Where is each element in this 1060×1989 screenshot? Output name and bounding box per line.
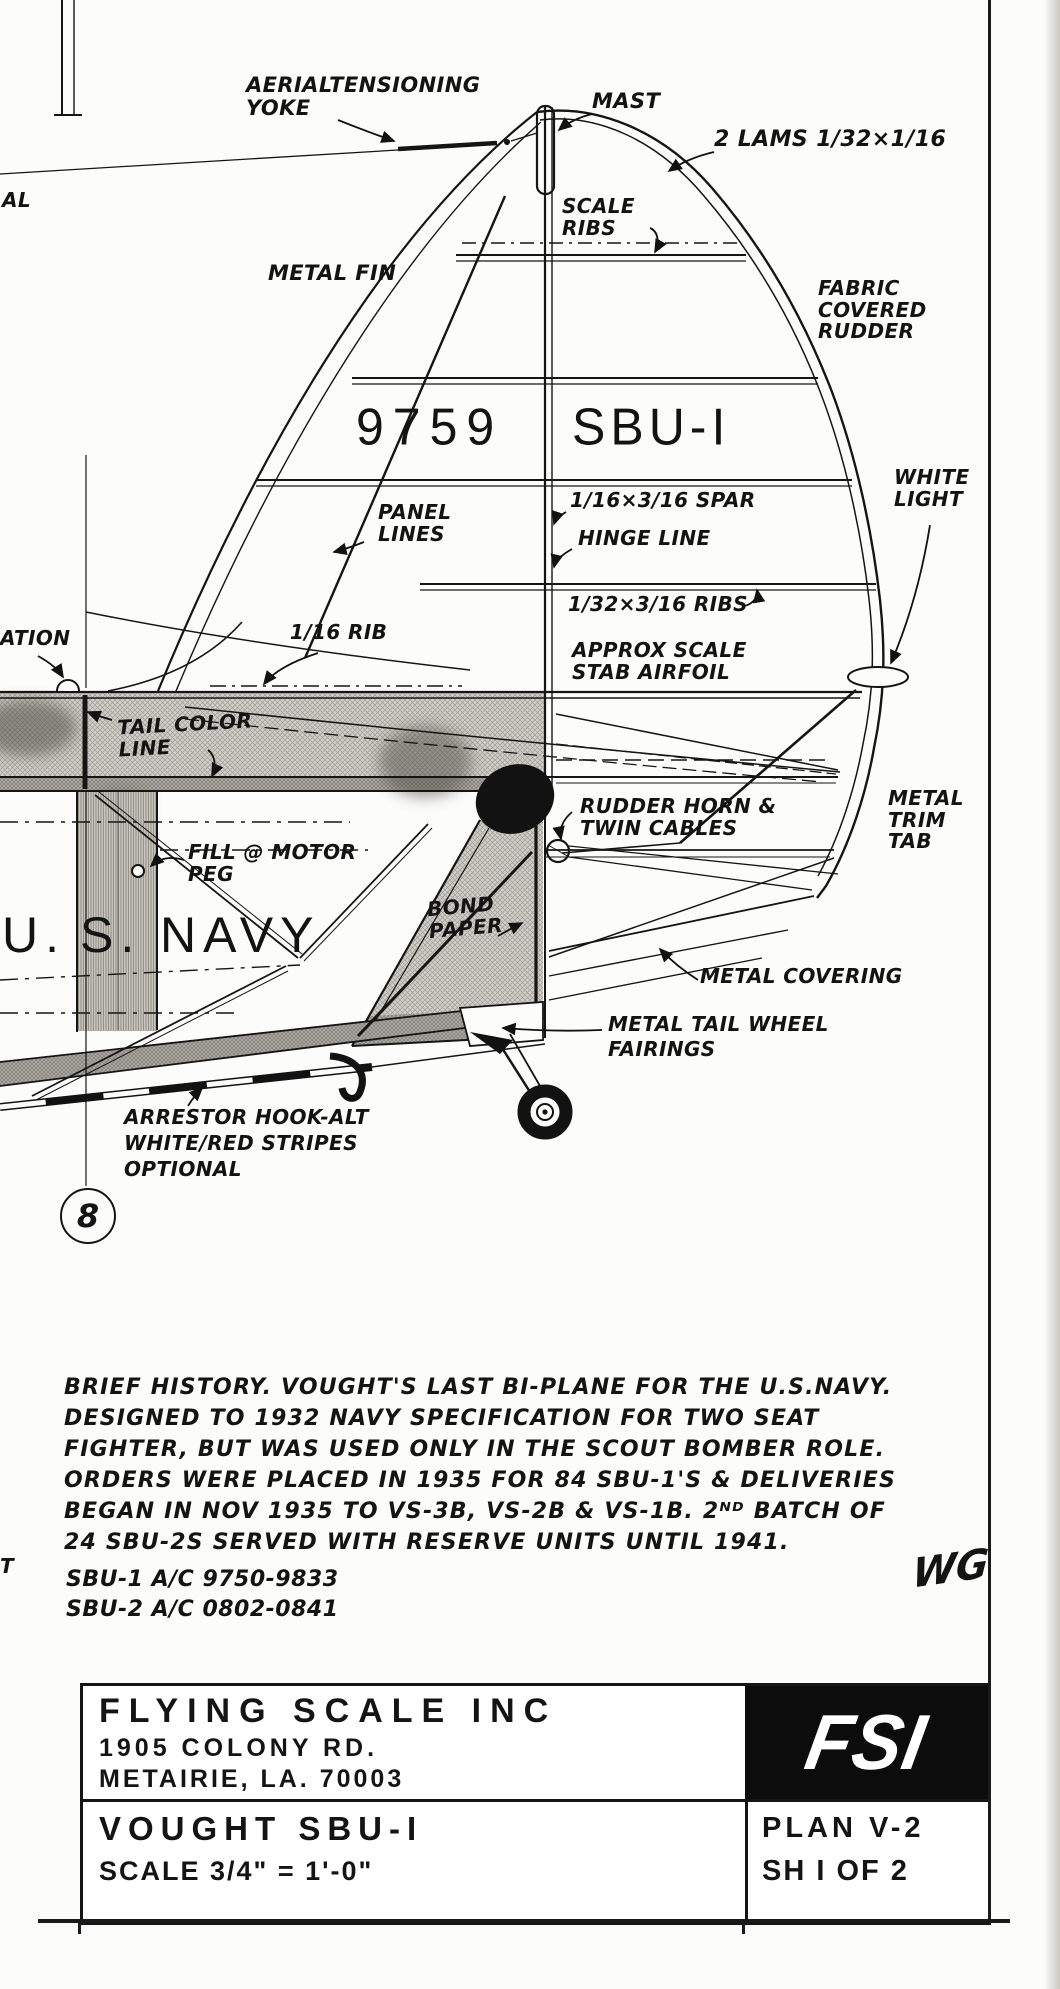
history-line: BRIEF HISTORY. VOUGHT'S LAST BI-PLANE FO…	[64, 1375, 893, 1400]
label-rudder-horn: RUDDER HORN &TWIN CABLES	[580, 794, 777, 840]
draftsman-signature: WG	[910, 1540, 991, 1598]
history-line: DESIGNED TO 1932 NAVY SPECIFICATION FOR …	[64, 1406, 820, 1431]
aircraft-number: 9759	[356, 397, 504, 457]
border-tick	[742, 1921, 745, 1934]
rib-lines	[85, 195, 876, 687]
trim-tab-hinge	[679, 689, 857, 844]
company-city: METAIRIE, LA. 70003	[99, 1765, 405, 1793]
station-number-circle: 8	[60, 1188, 116, 1244]
metal-covering-line	[548, 895, 815, 952]
tail-rear-structure	[545, 666, 909, 1001]
fsi-logo: FSI	[745, 1686, 988, 1799]
cut-label-t: T	[0, 1554, 15, 1578]
fsi-logo-text: FSI	[799, 1698, 934, 1786]
tail-wheel	[458, 1001, 573, 1140]
history-line: ORDERS WERE PLACED IN 1935 FOR 84 SBU-1'…	[64, 1468, 896, 1493]
fin-leading-edge	[156, 111, 538, 692]
sheet-border-bottom	[38, 1919, 1010, 1923]
label-mast: MAST	[592, 89, 661, 113]
plan-title: VOUGHT SBU-I	[99, 1810, 424, 1847]
station-number: 8	[76, 1197, 100, 1235]
sheet-number: SH I OF 2	[762, 1855, 909, 1887]
ink-blob	[475, 764, 555, 834]
sbu2-serials: SBU-2 A/C 0802-0841	[66, 1597, 339, 1622]
marking-s: S.	[80, 907, 142, 963]
fuselage-structure	[0, 790, 546, 1102]
marking-navy: NAVY	[160, 907, 321, 963]
company-info: FLYING SCALE INC 1905 COLONY RD. METAIRI…	[83, 1686, 745, 1799]
label-metal-fin: METAL FIN	[268, 261, 397, 285]
label-station-cut: ATION	[0, 626, 71, 650]
label-rib-116: 1/16 RIB	[290, 620, 388, 644]
history-text: BRIEF HISTORY. VOUGHT'S LAST BI-PLANE FO…	[64, 1372, 1004, 1558]
sbu1-serials: SBU-1 A/C 9750-9833	[66, 1567, 339, 1592]
history-line: BEGAN IN NOV 1935 TO VS-3B, VS-2B & VS-1…	[64, 1499, 886, 1524]
plan-title-cell: VOUGHT SBU-I SCALE 3/4" = 1'-0"	[83, 1802, 745, 1922]
border-tick	[78, 1921, 81, 1934]
company-address: 1905 COLONY RD.	[99, 1734, 379, 1762]
label-hinge-line: HINGE LINE	[578, 526, 711, 550]
label-ribs: 1/32×3/16 RIBS	[568, 592, 748, 616]
white-light-shape	[847, 666, 909, 688]
tail-drawing	[0, 0, 931, 1186]
plan-number-cell: PLAN V-2 SH I OF 2	[745, 1802, 988, 1922]
plan-number: PLAN V-2	[762, 1812, 925, 1844]
aircraft-type: SBU-I	[572, 397, 731, 457]
leader-arrows	[37, 113, 931, 1107]
hook-curl	[329, 1052, 366, 1102]
history-line: FIGHTER, BUT WAS USED ONLY IN THE SCOUT …	[64, 1437, 886, 1462]
motor-peg-shape	[131, 864, 145, 878]
label-spar: 1/16×3/16 SPAR	[570, 488, 756, 512]
fin-spar-strut	[77, 791, 157, 1031]
fuselage-lines	[0, 455, 862, 1186]
plan-scale: SCALE 3/4" = 1'-0"	[99, 1856, 374, 1886]
fuselage-bottom-band	[0, 1002, 545, 1086]
title-block: FLYING SCALE INC 1905 COLONY RD. METAIRI…	[80, 1683, 991, 1925]
label-laminations: 2 LAMS 1/32×1/16	[714, 127, 947, 152]
scan-edge-shadow	[1044, 0, 1060, 1989]
arrestor-hook	[0, 1043, 546, 1111]
history-line: 24 SBU-2S SERVED WITH RESERVE UNITS UNTI…	[64, 1530, 790, 1555]
company-name: FLYING SCALE INC	[99, 1692, 558, 1730]
panel-line-shape	[303, 195, 507, 659]
marking-u: U.	[2, 907, 66, 963]
station-bump	[56, 679, 80, 692]
cut-label-al: AL	[2, 188, 32, 212]
sheet-border-right	[988, 0, 991, 1923]
label-metal-covering: METAL COVERING	[700, 964, 903, 988]
